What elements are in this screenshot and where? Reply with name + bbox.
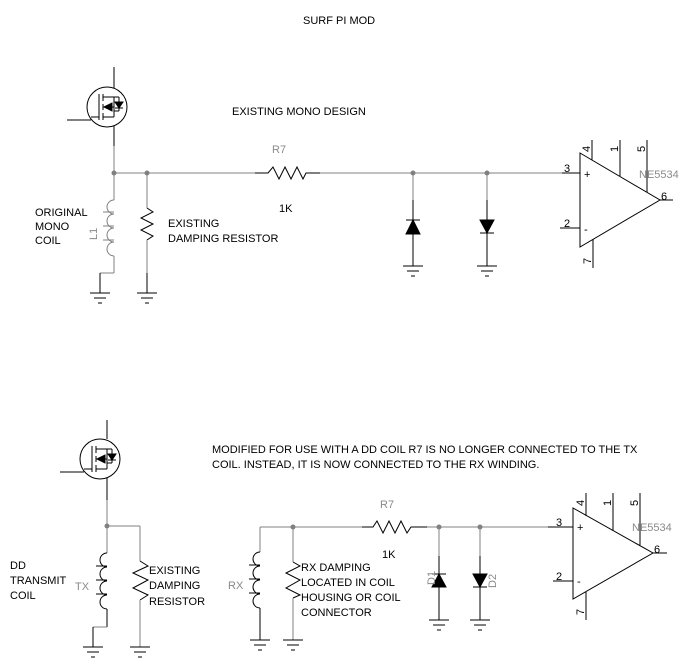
damping-label-line1: EXISTING [149,565,200,577]
tx-label-line1: DD [10,560,26,572]
rx-damping-resistor [282,527,304,651]
pin-4-dd: 4 [575,500,587,506]
coil-ref: L1 [88,228,100,240]
pin-5-dd: 5 [629,500,641,506]
pin-7: 7 [582,258,594,264]
pin-2: 2 [564,218,570,230]
opamp-ne5534-dd [548,493,667,620]
d2-ref: D2 [487,574,499,588]
pin-3-dd: 3 [556,517,562,529]
opamp-ne5534 [560,140,673,268]
plus-sign: + [584,169,590,181]
resistor-r7 [255,165,562,181]
r7-ref: R7 [272,144,286,156]
mosfet-q1 [67,67,128,173]
damping-label-line2: DAMPING RESISTOR [168,233,278,245]
rx-damping-line1: RX DAMPING [301,562,371,574]
rx-ref: RX [228,580,244,592]
mosfet-q1-dd [60,420,121,526]
tx-ref: TX [75,581,90,593]
r7-value: 1K [279,203,293,215]
diode-1 [402,173,424,277]
pin-7-dd: 7 [575,609,587,615]
diode-2 [476,173,498,277]
r7-value-dd: 1K [382,549,396,561]
rx-damping-line4: CONNECTOR [301,607,372,619]
tx-label-line3: COIL [10,590,36,602]
bottom-circuit: MODIFIED FOR USE WITH A DD COIL R7 IS NO… [10,420,672,658]
pin-5: 5 [636,146,648,152]
resistor-r7-dd [362,519,548,535]
pin-1-dd: 1 [602,500,614,506]
minus-sign: - [584,224,588,236]
coil-label-line1: ORIGINAL [35,207,88,219]
bottom-caption-line1: MODIFIED FOR USE WITH A DD COIL R7 IS NO… [212,444,638,456]
r7-ref-dd: R7 [380,499,394,511]
rx-damping-line2: LOCATED IN COIL [301,577,395,589]
top-caption: EXISTING MONO DESIGN [232,106,366,118]
pin-4: 4 [581,146,593,152]
pin-3: 3 [564,163,570,175]
page-title: SURF PI MOD [303,15,375,27]
damping-resistor [136,173,158,304]
diode-d1 [428,527,450,631]
top-circuit: EXISTING MONO DESIGN ORIGINAL MONO CO [35,67,679,304]
damping-resistor-dd [129,526,151,658]
minus-sign-dd: - [577,576,581,588]
plus-sign-dd: + [577,522,583,534]
damping-label-line1: EXISTING [168,218,219,230]
coil-rx [249,526,362,651]
bottom-caption-line2: COIL. INSTEAD, IT IS NOW CONNECTED TO TH… [212,459,539,471]
rx-damping-line3: HOUSING OR COIL [301,592,401,604]
damping-label-line3: RESISTOR [149,596,205,608]
coil-label-line2: MONO [35,221,70,233]
damping-label-line2: DAMPING [149,580,200,592]
pin-1: 1 [609,146,621,152]
diode-d2 [469,527,491,631]
pin-6-dd: 6 [654,544,660,556]
pin-6: 6 [661,191,667,203]
d1-ref: D1 [426,571,438,585]
coil-tx [82,526,108,658]
tx-label-line2: TRANSMIT [10,575,67,587]
pin-2-dd: 2 [556,571,562,583]
opamp-ref: NE5534 [639,169,679,181]
opamp-ref-dd: NE5534 [632,522,672,534]
coil-l1 [89,173,115,304]
coil-label-line3: COIL [35,235,61,247]
